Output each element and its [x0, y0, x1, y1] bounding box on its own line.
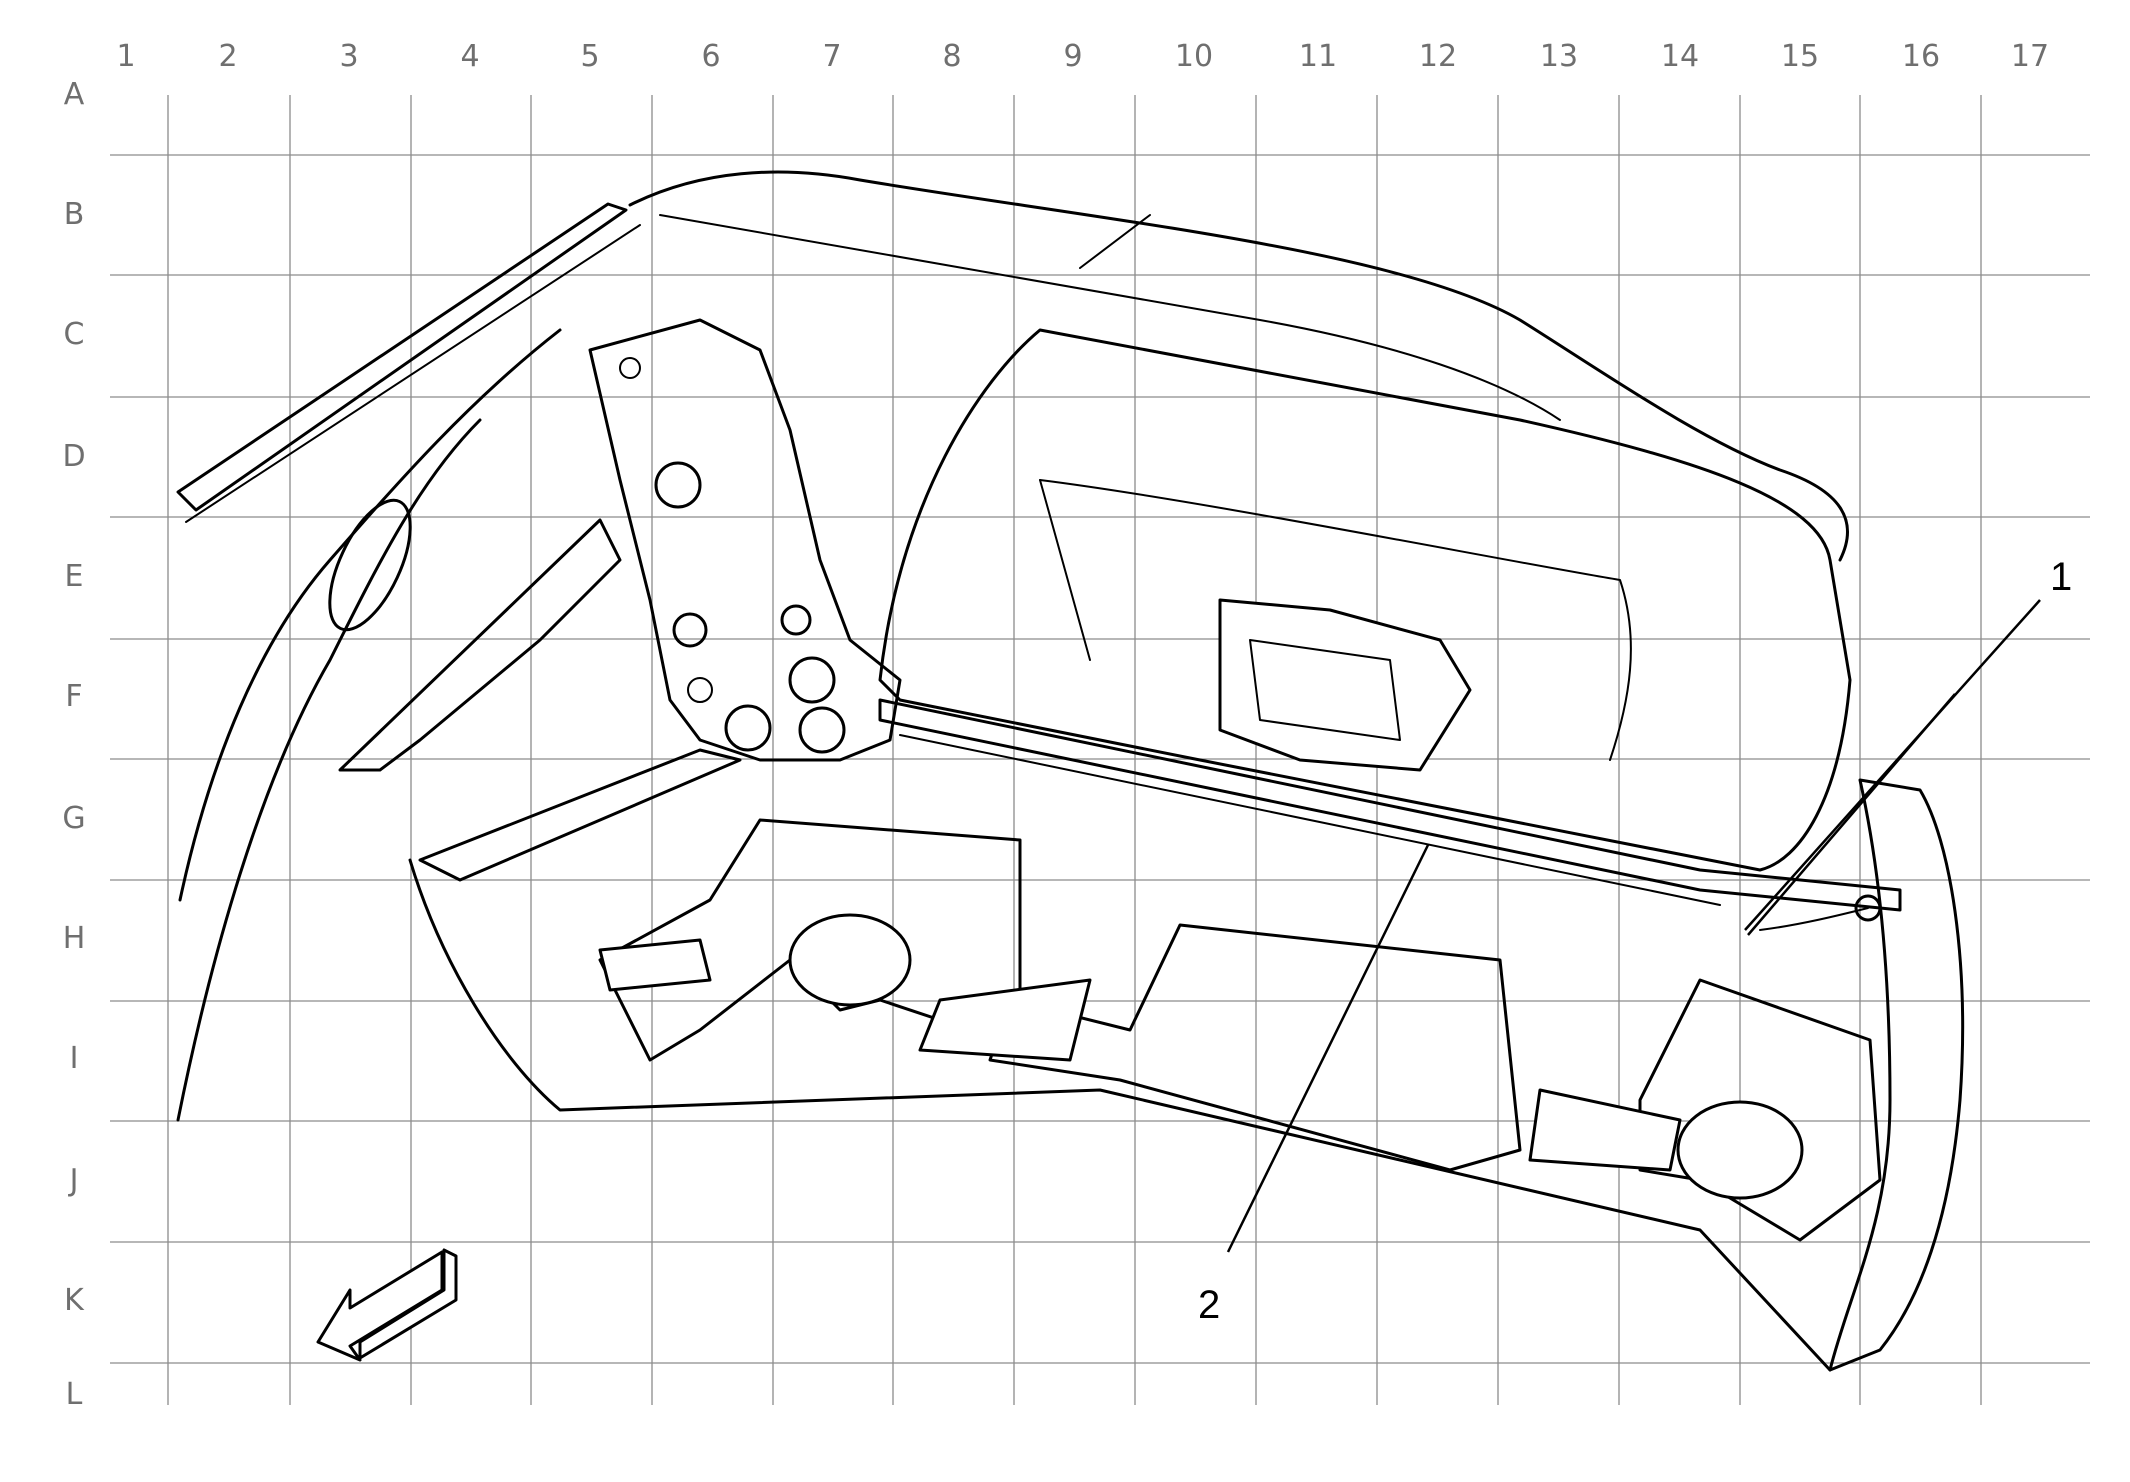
rear-sill — [878, 698, 1902, 912]
pillar-hole — [672, 612, 708, 648]
bumper-lower-edge — [408, 858, 1832, 1372]
pillar-hole — [780, 604, 812, 636]
rear-sill-detail — [899, 734, 1721, 906]
column-label: 1 — [116, 39, 135, 74]
roof-panel-line — [1079, 214, 1151, 269]
callout-1-leader-branch — [1747, 693, 1956, 936]
row-labels: A B C D E F G H I J K L — [62, 77, 85, 1412]
pillar-fastener — [619, 357, 641, 379]
roof-inner-edge — [659, 214, 1561, 421]
connector — [1854, 894, 1882, 922]
vehicle-body — [176, 170, 1965, 1372]
pillar-grommet — [788, 656, 836, 704]
column-label: 6 — [701, 39, 720, 74]
left-lower-panel — [338, 518, 622, 772]
column-label: 17 — [2011, 39, 2049, 74]
bumper-fascia — [1828, 778, 1965, 1372]
row-label: G — [62, 801, 85, 836]
latch-detail — [1249, 639, 1401, 741]
arrow-icon — [316, 1248, 458, 1362]
left-body-inner-edge — [185, 224, 641, 523]
row-label: H — [63, 921, 86, 956]
pillar-fastener — [687, 677, 713, 703]
right-lamp-lens — [1676, 1100, 1804, 1200]
callout-1-label: 1 — [2050, 555, 2072, 599]
callout-2-leader — [1226, 844, 1430, 1253]
lower-valance — [988, 923, 1522, 1172]
row-label: A — [64, 77, 85, 112]
row-label: D — [62, 439, 85, 474]
rear-panel-inner-line — [1039, 479, 1632, 761]
column-label: 5 — [580, 39, 599, 74]
column-label: 9 — [1063, 39, 1082, 74]
column-label: 12 — [1419, 39, 1457, 74]
column-label: 15 — [1781, 39, 1819, 74]
row-label: J — [68, 1163, 79, 1198]
right-lamp-bracket — [1528, 1088, 1682, 1172]
column-label: 11 — [1299, 39, 1337, 74]
column-label: 14 — [1661, 39, 1699, 74]
row-label: F — [65, 679, 82, 714]
left-pillar — [176, 418, 482, 1122]
row-label: C — [64, 317, 85, 352]
column-labels: 1 2 3 4 5 6 7 8 9 10 11 12 13 14 15 16 1… — [116, 39, 2049, 74]
rear-panel-outline — [878, 328, 1852, 872]
column-label: 16 — [1902, 39, 1940, 74]
right-lamp-housing — [1638, 978, 1882, 1242]
column-label: 3 — [339, 39, 358, 74]
column-label: 8 — [942, 39, 961, 74]
callout-2-label: 2 — [1198, 1283, 1220, 1327]
column-label: 10 — [1175, 39, 1213, 74]
arrow-icon-body — [316, 1250, 444, 1362]
arrow-icon-shadow — [358, 1248, 458, 1360]
pillar-hole — [654, 461, 702, 509]
left-lamp-housing — [598, 818, 1022, 1062]
d-pillar-inner — [588, 318, 902, 762]
left-lower-bracket — [598, 938, 712, 992]
column-label: 2 — [218, 39, 237, 74]
column-label: 7 — [822, 39, 841, 74]
row-label: E — [65, 559, 84, 594]
column-label: 13 — [1540, 39, 1578, 74]
latch-housing — [1218, 598, 1472, 772]
row-label: K — [64, 1283, 85, 1318]
left-inner-sill — [418, 748, 742, 882]
roof-edge — [628, 170, 1849, 562]
left-panel-opening — [328, 498, 412, 632]
wiring-harness — [1759, 907, 1869, 931]
row-label: I — [70, 1041, 79, 1076]
pillar-grommet — [724, 704, 772, 752]
left-lamp-bracket — [918, 978, 1092, 1062]
rear-panel-inner-line — [1039, 479, 1091, 661]
pillar-grommet — [798, 706, 846, 754]
column-label: 4 — [460, 39, 479, 74]
row-label: B — [64, 197, 85, 232]
left-lamp-lens — [788, 913, 912, 1007]
row-label: L — [66, 1377, 83, 1412]
left-body-edge — [176, 202, 628, 512]
left-quarter-panel — [178, 328, 562, 902]
